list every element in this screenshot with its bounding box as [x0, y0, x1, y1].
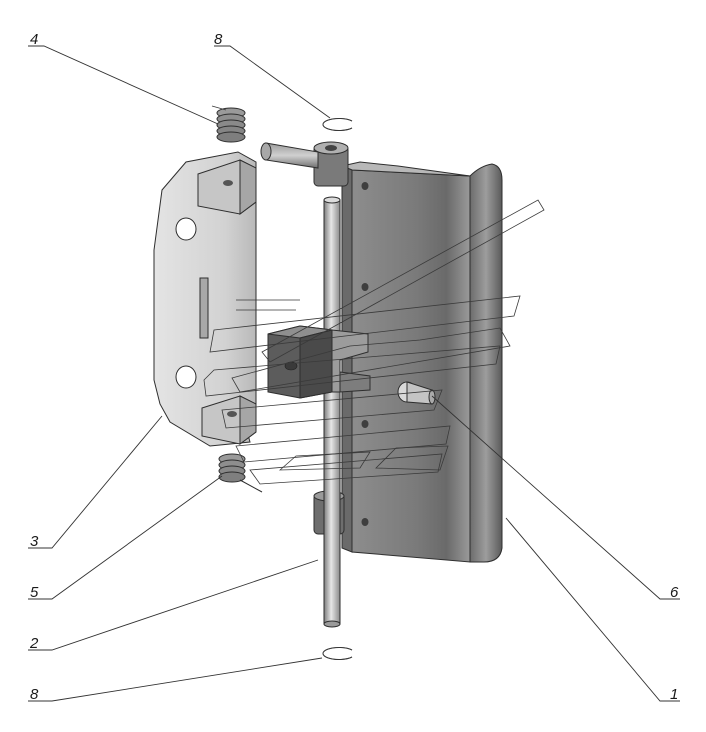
spring-bottom	[218, 453, 263, 493]
callout-5: 5	[30, 584, 39, 601]
callout-8-bottom: 8	[30, 686, 39, 703]
callout-6: 6	[670, 584, 679, 601]
bracket-slot	[199, 277, 209, 339]
hinge-pin	[323, 196, 341, 628]
hinge-plate-curl	[469, 163, 503, 563]
pin-stub	[260, 142, 319, 169]
hinge-plate	[340, 161, 503, 563]
bracket-hole-top	[175, 217, 197, 241]
hinge-plate-face	[351, 169, 471, 563]
hinge-plate-hole-3	[361, 420, 369, 428]
leader-6	[431, 395, 680, 600]
hinge-plate-hole-2	[361, 283, 369, 291]
leader-2	[28, 559, 319, 651]
callout-4: 4	[30, 31, 38, 48]
pin-block	[267, 325, 371, 399]
retaining-ring-top	[322, 118, 353, 131]
retaining-ring-bottom	[322, 647, 353, 660]
leader-4	[28, 45, 219, 125]
spring-top	[211, 105, 246, 143]
leader-8-top	[214, 45, 331, 119]
hinge-knuckle-top	[313, 141, 349, 187]
bracket	[153, 151, 257, 447]
callout-3: 3	[30, 533, 39, 550]
leader-3	[28, 415, 163, 549]
hinge-plate-hole-1	[361, 182, 369, 190]
callout-2: 2	[29, 635, 39, 652]
section-cut-lines	[203, 199, 545, 485]
bolt	[397, 381, 436, 405]
hinge-plate-hole-4	[361, 518, 369, 526]
bracket-hole-bottom	[175, 365, 197, 389]
leader-lines	[28, 45, 680, 702]
leader-1	[505, 517, 680, 702]
callout-1: 1	[670, 686, 678, 703]
leader-5	[28, 475, 223, 600]
callout-8-top: 8	[214, 31, 223, 48]
callout-labels: 4 8 3 5 2 8 6 1	[29, 31, 679, 703]
leader-8-bottom	[28, 657, 323, 702]
